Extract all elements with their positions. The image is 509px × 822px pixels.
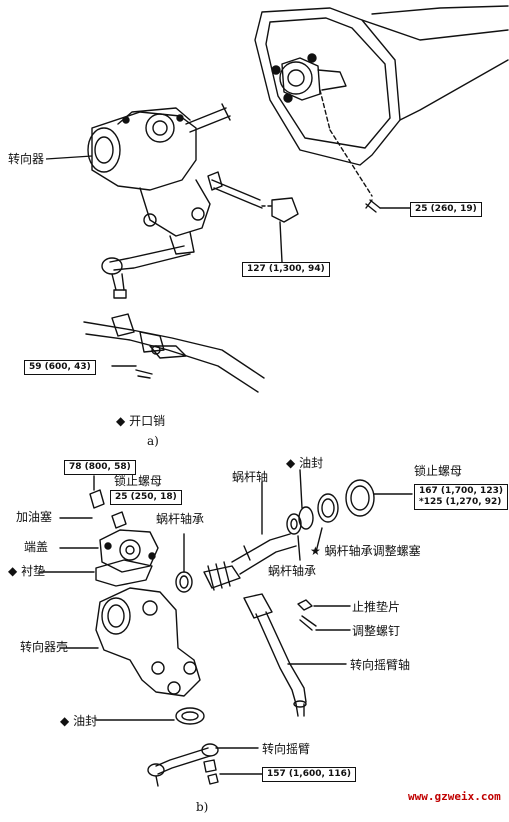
label-worm-shaft: 蜗杆轴 xyxy=(232,470,269,484)
label-sector-shaft: 转向摇臂轴 xyxy=(350,658,411,672)
label-gear-housing: 转向器壳 xyxy=(20,640,69,654)
label-steering-gear: 转向器 xyxy=(8,152,45,166)
torque-filler-plug: 78 (800, 58) xyxy=(64,460,136,475)
label-gasket: ◆ 衬垫 xyxy=(8,564,45,578)
watermark: www.gzweix.com xyxy=(408,790,501,803)
label-pitman-arm: 转向摇臂 xyxy=(262,742,311,756)
label-oil-seal-top: ◆ 油封 xyxy=(286,456,323,470)
torque-flange-bolt: 25 (260, 19) xyxy=(410,202,482,217)
star-marker: ★ xyxy=(310,544,321,558)
label-worm-bearing-adjust-plug: ★ 蜗杆轴承调整螺塞 xyxy=(310,544,421,558)
tie-rod-drawing xyxy=(83,313,265,393)
label-thrust-washer: 止推垫片 xyxy=(352,600,401,614)
torque-lock-nut-right: 167 (1,700, 123) *125 (1,270, 92) xyxy=(414,484,508,510)
oil-seal-top-text: 油封 xyxy=(299,456,324,470)
torque-lock-nut-right-2: *125 (1,270, 92) xyxy=(419,497,502,507)
diamond-marker: ◆ xyxy=(116,414,126,428)
label-filler-plug: 加油塞 xyxy=(16,510,53,524)
label-adjusting-screw: 调整螺钉 xyxy=(352,624,401,638)
label-lock-nut-right: 锁止螺母 xyxy=(414,464,463,478)
label-oil-seal-bottom: ◆ 油封 xyxy=(60,714,97,728)
label-worm-bearing-left: 蜗杆轴承 xyxy=(156,512,205,526)
worm-bearing-adjust-plug-text: 蜗杆轴承调整螺塞 xyxy=(324,544,421,558)
label-cotter-pin: ◆ 开口销 xyxy=(116,414,165,428)
caption-b: b) xyxy=(196,800,209,814)
cotter-pin-text: 开口销 xyxy=(129,414,166,428)
gasket-text: 衬垫 xyxy=(21,564,46,578)
steering-column-flange-drawing xyxy=(254,5,509,213)
gear-housing-exploded-drawing xyxy=(39,469,413,787)
diamond-marker: ◆ xyxy=(286,456,296,470)
torque-pitman-nut-a: 127 (1,300, 94) xyxy=(242,262,330,277)
torque-lock-nut-right-1: 167 (1,700, 123) xyxy=(419,486,503,496)
label-lock-nut-small: 锁止螺母 xyxy=(114,474,163,488)
diamond-marker: ◆ xyxy=(60,714,70,728)
label-end-cover: 端盖 xyxy=(24,540,49,554)
label-worm-bearing-bottom: 蜗杆轴承 xyxy=(268,564,317,578)
diamond-marker: ◆ xyxy=(8,564,18,578)
steering-gear-assembly-drawing xyxy=(87,103,299,299)
caption-a: a) xyxy=(147,434,159,448)
torque-tie-rod-nut: 59 (600, 43) xyxy=(24,360,96,375)
torque-lock-nut-small: 25 (250, 18) xyxy=(110,490,182,505)
torque-pitman-nut-b: 157 (1,600, 116) xyxy=(262,767,356,782)
oil-seal-bottom-text: 油封 xyxy=(73,714,98,728)
